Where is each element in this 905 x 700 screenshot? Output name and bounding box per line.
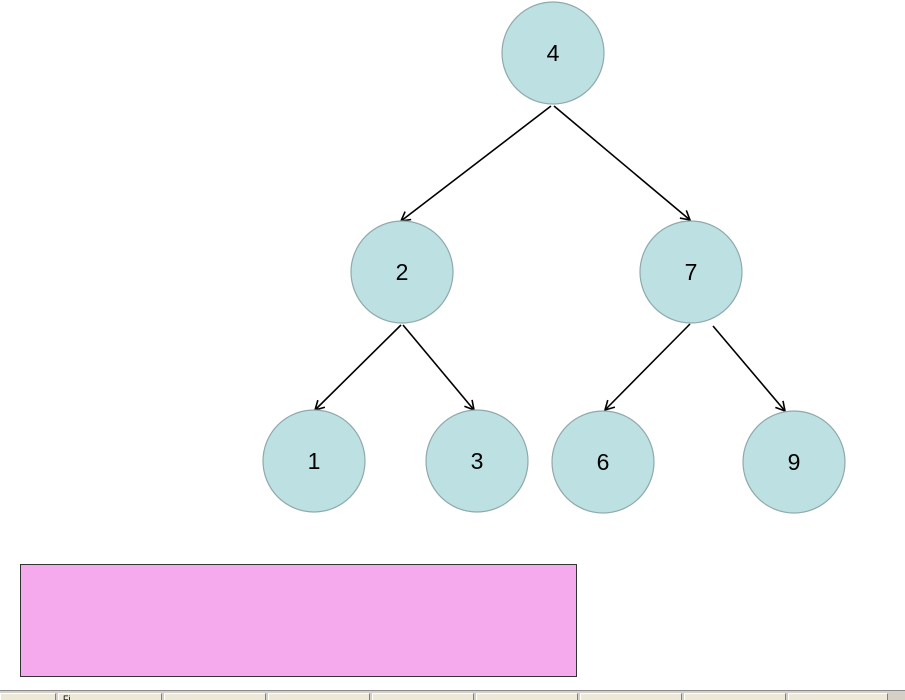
tree-node-label: 3 [471, 448, 484, 474]
taskbar: Fi [0, 690, 905, 700]
taskbar-button[interactable] [788, 693, 888, 700]
taskbar-button[interactable] [372, 693, 474, 700]
tree-node-3: 3 [425, 409, 529, 513]
tree-node-circle [350, 220, 454, 324]
tree-node-1: 1 [262, 409, 366, 513]
taskbar-button[interactable] [164, 693, 266, 700]
tree-node-label: 1 [308, 448, 321, 474]
taskbar-button[interactable]: Fi [58, 693, 162, 700]
taskbar-button[interactable] [476, 693, 578, 700]
edge-arrow-n7-n9 [712, 325, 787, 413]
edge-arrow-n2-n1 [313, 324, 402, 412]
tree-node-7: 7 [639, 220, 743, 324]
edge-arrow-n2-n3 [402, 324, 476, 412]
tree-node-label: 9 [788, 449, 801, 475]
tree-node-label: 2 [396, 259, 409, 285]
edge-arrow-n4-n2 [399, 105, 552, 223]
tree-node-circle [262, 409, 366, 513]
tree-node-circle [742, 410, 846, 514]
taskbar-button[interactable] [0, 693, 56, 700]
tree-node-circle [501, 1, 605, 105]
tree-node-label: 7 [685, 259, 698, 285]
tree-node-label: 4 [547, 40, 560, 66]
output-box [20, 564, 577, 677]
taskbar-button[interactable] [268, 693, 370, 700]
tree-node-circle [639, 220, 743, 324]
taskbar-button[interactable] [684, 693, 786, 700]
tree-node-2: 2 [350, 220, 454, 324]
binary-tree-diagram: 4 2 7 1 3 6 9 [262, 1, 846, 514]
taskbar-button[interactable] [580, 693, 682, 700]
tree-node-6: 6 [551, 410, 655, 514]
tree-node-label: 6 [597, 449, 610, 475]
tree-node-circle [551, 410, 655, 514]
tree-node-4: 4 [501, 1, 605, 105]
tree-node-circle [425, 409, 529, 513]
edge-arrow-n7-n6 [603, 323, 691, 412]
tree-node-9: 9 [742, 410, 846, 514]
edges-layer [313, 105, 787, 413]
nodes-layer: 4 2 7 1 3 6 9 [262, 1, 846, 514]
edge-arrow-n4-n7 [553, 105, 692, 222]
